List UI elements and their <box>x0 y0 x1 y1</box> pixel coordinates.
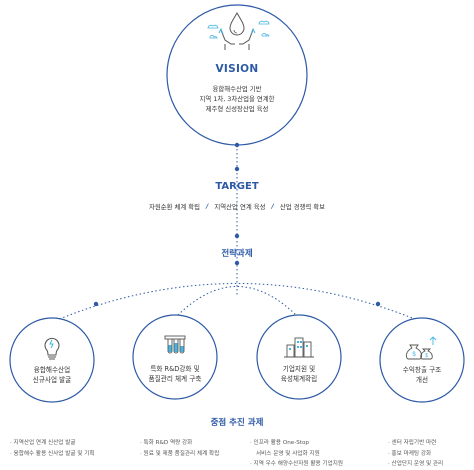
buildings-icon <box>284 337 314 358</box>
target-item: 지역산업 연계 육성 <box>214 203 266 211</box>
vision-line: 제주형 신성장산업 육성 <box>205 105 269 113</box>
subtask-item: · 센터 자립기반 마련 <box>388 440 437 446</box>
strategy-line: 육성체계확립 <box>280 375 318 383</box>
strategy-line: 개선 <box>415 376 429 384</box>
strategy-circle-2 <box>132 314 218 400</box>
svg-text:$: $ <box>425 353 428 359</box>
target-separator: / <box>271 202 274 210</box>
subtask-item: · 지역산업 연계 신산업 발굴 <box>10 440 76 446</box>
subtask-group-4: · 센터 자립기반 마련 · 홍보 마케팅 강화 · 산업단지 운영 및 관리 <box>388 438 443 470</box>
subtask-item: · 융합해수 활용 신사업 발굴 및 기획 <box>10 450 95 457</box>
connector-dot <box>234 166 240 172</box>
subtasks-title: 중점 추진 과제 <box>210 418 264 428</box>
connector-dot <box>234 233 240 239</box>
subtask-item: · 인프라 활용 One-Stop <box>250 440 309 446</box>
target-item: 산업 경쟁력 확보 <box>279 203 326 211</box>
strategy-line: 신규사업 발굴 <box>32 376 72 384</box>
connector-dot <box>93 301 99 307</box>
subtask-item: · 지역 우수 해양수산자원 활용 기업지원 <box>250 461 344 467</box>
connector-dot <box>234 260 240 266</box>
subtask-item: · 산업단지 운영 및 관리 <box>388 461 444 467</box>
svg-text:$: $ <box>412 352 416 358</box>
strategy-line: 품질관리 체계 구축 <box>148 375 202 383</box>
subtask-group-3: · 인프라 활용 One-Stop 서비스 운영 및 사업화 지원 · 지역 우… <box>250 438 343 470</box>
vision-line: 융합해수산업 기반 <box>212 85 262 93</box>
subtask-item: 서비스 운영 및 사업화 지원 <box>256 450 320 457</box>
strategy-circle-3 <box>256 314 342 400</box>
strategy-item-4-label: 수익창출 구조 개선 <box>382 365 462 385</box>
subtask-item: · 원료 및 제품 품질관리 체계 확립 <box>140 450 220 457</box>
strategy-circle-4: $ $ <box>379 317 465 403</box>
test-tubes-icon <box>164 335 186 354</box>
arc-connector-inner <box>174 286 300 319</box>
target-items: 자원순환 체계 확립 / 지역산업 연계 육성 / 산업 경쟁력 확보 <box>90 202 384 211</box>
vision-circle <box>166 4 308 146</box>
vision-description: 융합해수산업 기반 지역 1차, 3차산업을 연계한 제주형 신성장산업 육성 <box>172 84 302 114</box>
arc-connector-outer <box>51 283 423 323</box>
vision-title: VISION <box>215 63 259 75</box>
strategy-line: 특화 R&D강화 및 <box>150 365 200 373</box>
vision-line: 지역 1차, 3차산업을 연계한 <box>199 95 275 103</box>
lightbulb-icon <box>44 337 60 360</box>
connector-dot <box>234 142 240 148</box>
subtask-item: · 홍보 마케팅 강화 <box>388 450 432 457</box>
money-bag-icon: $ $ <box>405 336 437 360</box>
water-hands-icon <box>207 11 270 50</box>
target-separator: / <box>206 202 209 210</box>
subtask-group-1: · 지역산업 연계 신산업 발굴 · 융합해수 활용 신사업 발굴 및 기획 <box>10 438 95 459</box>
target-item: 자원순환 체계 확립 <box>148 203 201 211</box>
strategy-line: 융합해수산업 <box>33 366 71 374</box>
subtask-group-2: · 특화 R&D 역량 강화 · 원료 및 제품 품질관리 체계 확립 <box>140 438 219 459</box>
strategy-title: 전략과제 <box>221 249 253 259</box>
connector-dot <box>375 301 381 307</box>
strategy-circle-1 <box>9 317 95 403</box>
strategy-item-3-label: 기업지원 및 육성체계확립 <box>259 364 339 384</box>
target-title: TARGET <box>215 181 259 192</box>
strategy-item-1-label: 융합해수산업 신규사업 발굴 <box>12 365 92 385</box>
subtask-item: · 특화 R&D 역량 강화 <box>140 440 193 446</box>
strategy-line: 수익창출 구조 <box>402 366 442 374</box>
strategy-item-2-label: 특화 R&D강화 및 품질관리 체계 구축 <box>135 364 215 384</box>
strategy-line: 기업지원 및 <box>282 365 316 373</box>
